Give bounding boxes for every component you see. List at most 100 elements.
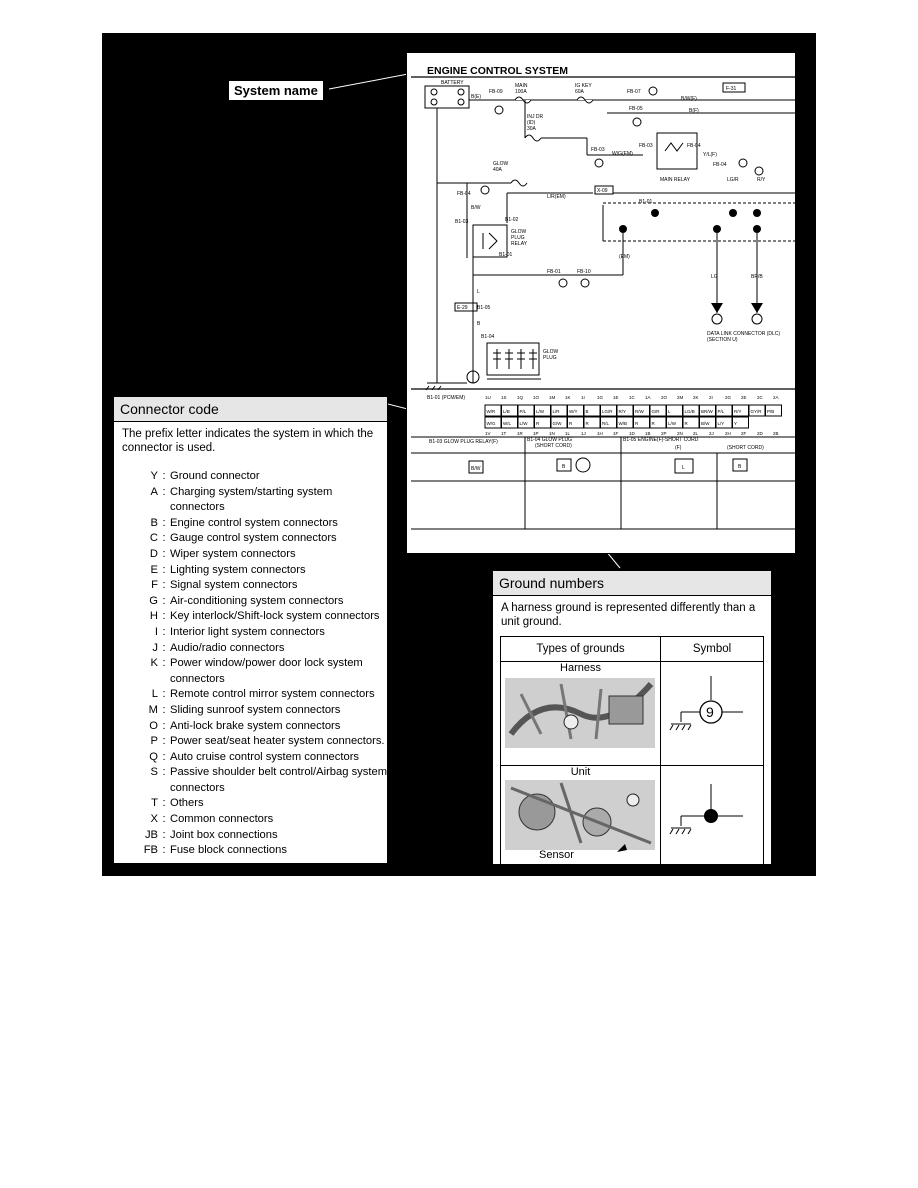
svg-text:B1-01 (PCM/EM): B1-01 (PCM/EM): [427, 395, 465, 401]
connector-cell-label: L/W: [536, 409, 545, 414]
svg-text:B1-05 ENGINE(F)-SHORT CORD: B1-05 ENGINE(F)-SHORT CORD: [623, 437, 699, 443]
harness-label: Harness: [560, 662, 601, 674]
svg-text:R/Y: R/Y: [757, 177, 766, 183]
code-description: Signal system connectors: [170, 579, 298, 592]
svg-text:Y/L(F): Y/L(F): [703, 152, 717, 158]
code-key: Y: [150, 470, 158, 482]
connector-cell-label: L/B: [503, 409, 510, 414]
svg-text:(EM): (EM): [619, 254, 630, 260]
svg-text:B1-05: B1-05: [477, 305, 491, 311]
connector-pin-label: 1K: [565, 395, 571, 400]
connector-cell-label: L/Y: [718, 421, 725, 426]
code-key: P: [150, 735, 158, 748]
connector-cell-label: R/W: [635, 409, 645, 414]
code-key: T: [151, 797, 158, 810]
connector-code-item: J:Audio/radio connectors: [114, 641, 387, 657]
code-separator: :: [162, 470, 166, 482]
code-description: Others: [170, 797, 204, 810]
unit-photo: Sensor: [505, 780, 655, 861]
harness-symbol-cell: 9: [660, 661, 764, 766]
code-description: Audio/radio connectors: [170, 641, 285, 654]
connector-code-item: C:Gauge control system connectors: [114, 531, 387, 547]
code-description: Common connectors: [170, 813, 274, 826]
svg-text:W/G(EM): W/G(EM): [612, 151, 633, 157]
connector-pin-label: 2M: [677, 395, 684, 400]
connector-pin-label: 1R: [517, 431, 524, 436]
svg-text:L: L: [682, 465, 685, 471]
code-description: Ground connector: [170, 470, 260, 482]
ground-numbers-description: A harness ground is represented differen…: [501, 602, 756, 628]
code-separator: :: [162, 594, 166, 607]
code-description: Fuse block connections: [170, 844, 287, 857]
svg-text:PLUG: PLUG: [543, 355, 557, 361]
code-key: Q: [149, 750, 158, 763]
svg-text:40A: 40A: [493, 167, 503, 173]
svg-text:FB-03: FB-03: [591, 147, 605, 153]
code-key: C: [149, 532, 158, 545]
connector-pin-label: 1H: [597, 431, 603, 436]
connector-code-item: B:Engine control system connectors: [114, 516, 387, 532]
svg-text:FB-10: FB-10: [577, 269, 591, 275]
code-separator: :: [162, 610, 166, 623]
connector-pin-label: 1C: [629, 395, 636, 400]
connector-cell-label: R: [586, 421, 590, 426]
connector-pin-label: 1O: [533, 395, 540, 400]
connector-pin-label: 2C: [757, 395, 764, 400]
code-separator: :: [162, 579, 166, 592]
code-key: D: [149, 547, 158, 560]
svg-text:LG/R: LG/R: [727, 177, 739, 183]
connector-pin-label: 2D: [757, 431, 764, 436]
connector-code-item: F:Signal system connectors: [114, 578, 387, 594]
svg-text:B1-02: B1-02: [505, 217, 519, 223]
svg-text:L/R(EM): L/R(EM): [547, 194, 566, 200]
code-separator: :: [162, 766, 166, 779]
connector-cell-label: L/W: [520, 421, 529, 426]
connector-cell-label: W/G: [487, 421, 496, 426]
code-separator: :: [162, 719, 166, 732]
connector-cell-label: BR/W: [701, 409, 714, 414]
code-description: Power window/power door lock system conn…: [170, 657, 363, 685]
code-key: I: [154, 625, 158, 638]
svg-text:FB-09: FB-09: [489, 89, 503, 95]
connector-code-item: S:Passive shoulder belt control/Airbag s…: [114, 765, 387, 796]
connector-pin-label: 2P: [661, 431, 667, 436]
connector-cell-label: P/L: [718, 409, 725, 414]
svg-text:GLOW: GLOW: [493, 161, 509, 167]
svg-text:BATTERY: BATTERY: [441, 80, 464, 86]
connector-cell-label: LG/B: [685, 409, 695, 414]
svg-text:MAIN: MAIN: [515, 83, 528, 89]
code-description: Air-conditioning system connectors: [170, 594, 344, 607]
connector-pin-label: 2G: [725, 395, 732, 400]
code-separator: :: [162, 797, 166, 810]
code-description: Key interlock/Shift-lock system connecto…: [170, 610, 380, 623]
code-description: Remote control mirror system connectors: [170, 688, 375, 701]
svg-text:B1-03 GLOW PLUG RELAY(F): B1-03 GLOW PLUG RELAY(F): [429, 439, 498, 445]
svg-text:B: B: [738, 464, 742, 470]
sensor-label: Sensor: [539, 849, 574, 861]
svg-text:(SHORT CORD): (SHORT CORD): [535, 443, 572, 449]
connector-code-description: The prefix letter indicates the system i…: [122, 428, 374, 454]
connector-pin-label: 1T: [501, 431, 507, 436]
connector-code-item: Q:Auto cruise control system connectors: [114, 750, 387, 766]
svg-text:L: L: [477, 289, 480, 295]
connector-pin-label: 2F: [741, 431, 747, 436]
svg-text:RELAY: RELAY: [511, 241, 528, 247]
code-description: Anti-lock brake system connectors: [170, 719, 341, 732]
connector-cell-label: L/W: [668, 421, 677, 426]
unit-symbol-cell: [660, 765, 764, 870]
connector-pin-label: 1N: [549, 431, 555, 436]
ground-number: 9: [706, 704, 714, 720]
connector-pin-label: 2J: [709, 431, 714, 436]
code-separator: :: [162, 532, 166, 545]
svg-text:B/W: B/W: [471, 205, 481, 211]
svg-text:B1-03: B1-03: [455, 219, 469, 225]
connector-code-item: P:Power seat/seat heater system connecto…: [114, 734, 387, 750]
code-separator: :: [162, 547, 166, 560]
unit-row-image: Unit Sensor: [500, 765, 661, 870]
connector-pin-label: 1S: [501, 395, 507, 400]
connector-pin-label: 1P: [533, 431, 539, 436]
connector-cell-label: L/R: [553, 409, 561, 414]
connector-cell-label: R/L: [602, 421, 610, 426]
